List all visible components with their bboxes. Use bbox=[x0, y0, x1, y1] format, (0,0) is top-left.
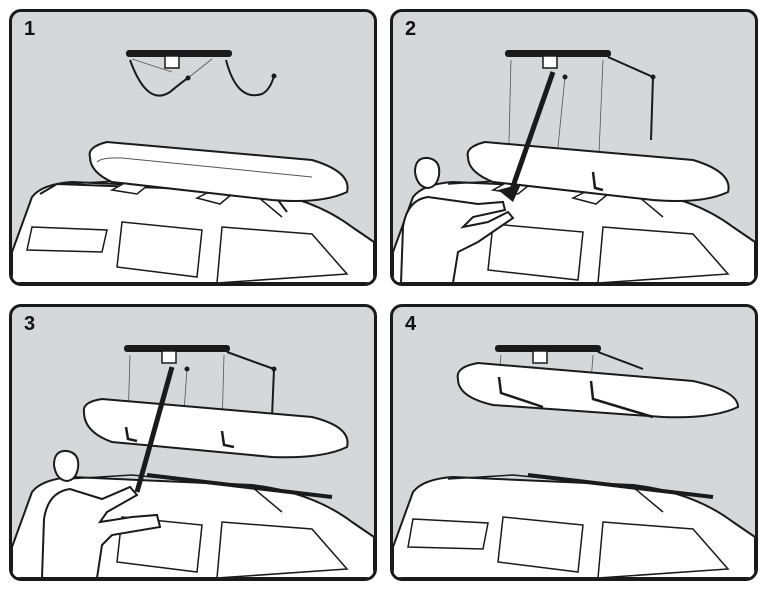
step-panel-4: 4 bbox=[390, 304, 758, 581]
cargo-box-icon bbox=[82, 397, 349, 459]
person-icon bbox=[399, 156, 515, 283]
lift-pole-icon bbox=[134, 366, 175, 493]
step-3-illustration bbox=[12, 345, 374, 578]
step-1-illustration bbox=[12, 50, 374, 283]
step-number: 2 bbox=[405, 18, 417, 40]
hoist-pulley-icon bbox=[124, 345, 277, 428]
person-icon bbox=[40, 449, 162, 578]
step-number: 4 bbox=[405, 313, 417, 335]
step-number: 1 bbox=[24, 18, 36, 40]
step-4-illustration bbox=[393, 345, 755, 578]
step-2-illustration bbox=[393, 50, 755, 283]
step-number: 3 bbox=[24, 313, 36, 335]
car-icon bbox=[12, 179, 374, 283]
cargo-box-icon bbox=[466, 140, 730, 202]
lift-pole-icon bbox=[498, 71, 556, 202]
hoist-pulley-icon bbox=[126, 50, 277, 97]
step-panel-2: 2 bbox=[390, 9, 758, 286]
cargo-box-icon bbox=[456, 361, 740, 419]
step-panel-3: 3 bbox=[9, 304, 377, 581]
cargo-box-icon bbox=[88, 140, 349, 202]
step-panel-1: 1 bbox=[9, 9, 377, 286]
car-icon bbox=[393, 473, 755, 578]
